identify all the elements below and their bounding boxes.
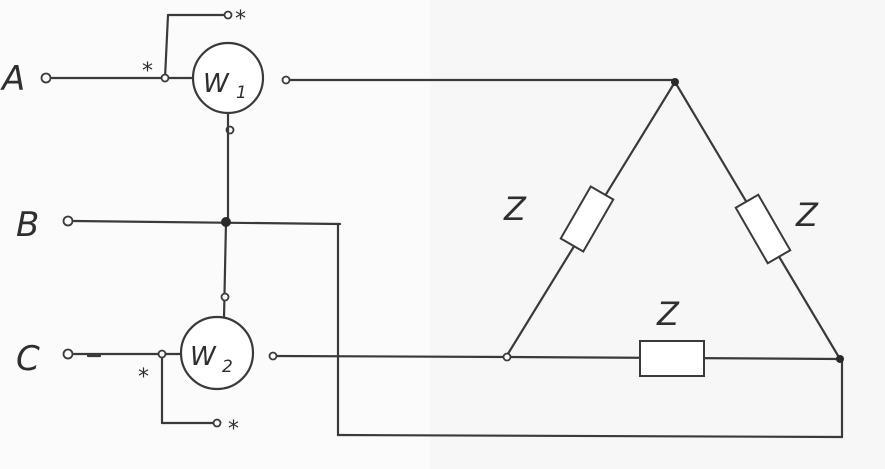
phase-b-line	[62, 215, 844, 439]
impedance-left	[559, 185, 615, 253]
phase-c-label: C	[16, 339, 40, 379]
w1-index: 1	[236, 83, 247, 103]
w2-polarity-mark-bottom: *	[228, 417, 239, 442]
load-bottom-label: Z	[656, 295, 680, 333]
node-top	[671, 78, 679, 86]
node-left	[502, 352, 512, 362]
w2-current-loop	[157, 349, 222, 428]
phase-a-label: A	[0, 59, 25, 99]
delta-load	[502, 78, 844, 377]
voltage-coil-leads	[220, 111, 230, 320]
phase-a-line	[40, 72, 677, 84]
w2-polarity-mark-left: *	[138, 365, 149, 390]
impedance-right	[734, 193, 792, 265]
junction-b	[221, 217, 231, 227]
load-left-label: Z	[503, 190, 527, 228]
wattmeter-w2: W 2	[179, 315, 278, 391]
terminal-a	[40, 72, 52, 84]
paper-shading	[430, 0, 885, 469]
w1-polarity-mark-top: *	[235, 7, 246, 32]
load-right-label: Z	[795, 196, 819, 234]
impedance-bottom	[639, 340, 705, 377]
wattmeter-w1: W 1	[191, 41, 291, 135]
node-right	[836, 355, 844, 363]
w2-letter: W	[190, 342, 217, 372]
w1-polarity-mark-left: *	[142, 59, 153, 84]
w1-current-loop	[160, 10, 233, 83]
terminal-c	[62, 348, 74, 360]
w1-letter: W	[203, 69, 230, 99]
w2-index: 2	[222, 357, 233, 377]
terminal-b	[62, 215, 74, 227]
phase-b-label: B	[16, 205, 39, 245]
